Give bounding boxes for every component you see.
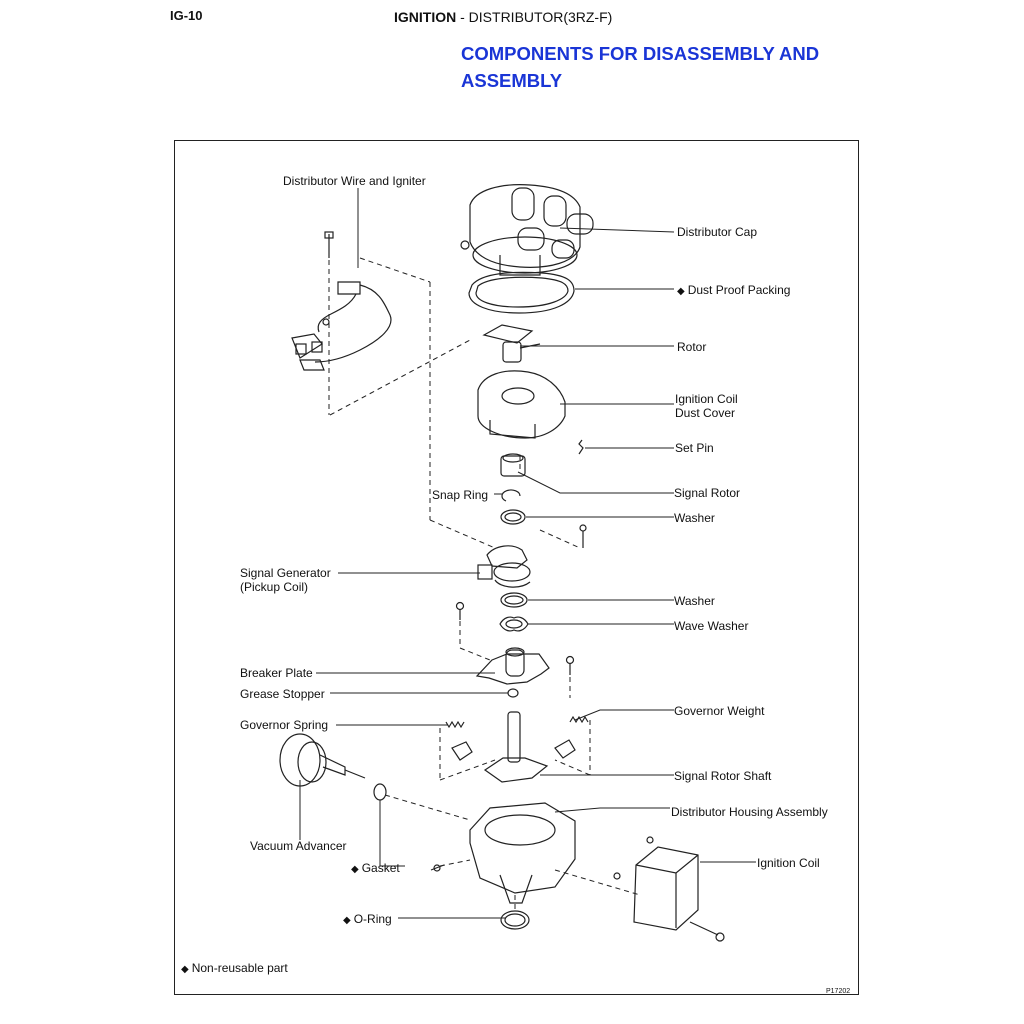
signal-generator-drawing [477,545,531,588]
washer-2-drawing [500,592,528,608]
set-pin-drawing [578,439,584,455]
label-set-pin: Set Pin [675,441,714,455]
label-washer-1: Washer [674,511,715,525]
label-breaker-plate: Breaker Plate [240,666,313,680]
page-id: IG-10 [170,8,203,23]
non-reusable-icon: ◆ [677,286,685,297]
label-distributor-cap: Distributor Cap [677,225,758,239]
label-signal-rotor-shaft: Signal Rotor Shaft [674,769,772,783]
vacuum-advancer-drawing [279,733,366,787]
label-governor-spring: Governor Spring [240,718,329,732]
governor-drawing [445,715,589,761]
label-distributor-housing: Distributor Housing Assembly [671,805,828,819]
label-dust-proof-packing: ◆Dust Proof Packing [677,283,790,299]
snap-ring-drawing [501,489,521,502]
ignition-coil-drawing [633,846,699,931]
screws-drawing [430,524,725,942]
non-reusable-icon: ◆ [343,915,351,926]
diagram-frame [174,140,859,995]
wire-igniter-drawing [291,231,392,371]
label-o-ring: ◆O-Ring [343,912,392,928]
breaker-plate-drawing [475,647,550,685]
dust-proof-packing-drawing [468,271,575,314]
washer-1-drawing [500,509,526,525]
label-dust-cover-line1: Ignition Coil [675,392,738,406]
label-vacuum-advancer: Vacuum Advancer [250,839,347,853]
rotor-drawing [482,324,541,363]
signal-rotor-drawing [500,453,526,477]
label-washer-2: Washer [674,594,715,608]
gasket-drawing [373,783,387,801]
label-snap-ring: Snap Ring [432,488,489,502]
page-header: IGNITION - DISTRIBUTOR(3RZ-F) [394,9,612,25]
housing-drawing [469,802,576,904]
dust-cover-drawing [477,370,566,439]
label-o-ring-text: O-Ring [353,912,392,926]
o-ring-drawing [500,910,530,930]
figure-code: P17202 [826,988,851,995]
label-gasket: ◆Gasket [351,861,400,877]
label-governor-weight: Governor Weight [674,704,765,718]
label-rotor: Rotor [677,340,707,354]
label-signal-rotor: Signal Rotor [674,486,741,500]
header-section: IGNITION [394,9,457,25]
label-grease-stopper: Grease Stopper [240,687,325,701]
non-reusable-icon: ◆ [181,964,189,975]
distributor-cap-drawing [460,184,594,276]
label-gasket-text: Gasket [361,861,400,875]
label-distributor-wire-igniter: Distributor Wire and Igniter [283,174,426,188]
legend-non-reusable: ◆Non-reusable part [181,961,288,977]
label-ignition-coil: Ignition Coil [757,856,820,870]
label-signal-generator-line2: (Pickup Coil) [240,580,309,594]
label-dust-proof-packing-text: Dust Proof Packing [687,283,791,297]
label-wave-washer: Wave Washer [674,619,749,633]
section-title: COMPONENTS FOR DISASSEMBLY AND ASSEMBLY [461,43,820,91]
label-signal-generator-line1: Signal Generator [240,566,331,580]
label-dust-cover-line2: Dust Cover [675,406,736,420]
signal-rotor-shaft-drawing [483,711,549,783]
header-subsection: - DISTRIBUTOR(3RZ-F) [456,9,613,25]
wave-washer-drawing [499,616,529,632]
legend-non-reusable-text: Non-reusable part [191,961,288,975]
leader-lines [299,188,756,919]
non-reusable-icon: ◆ [351,864,359,875]
grease-stopper-drawing [507,688,519,698]
